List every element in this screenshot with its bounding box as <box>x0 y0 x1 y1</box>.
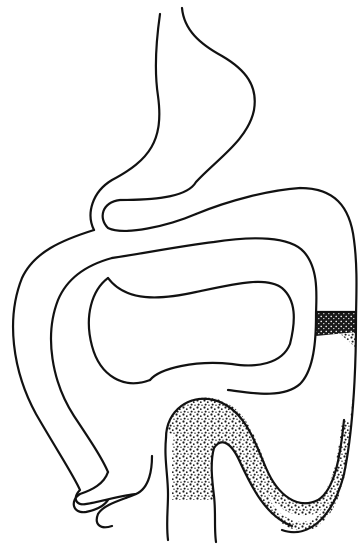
stippled-contrast-segment-upper <box>316 312 356 336</box>
inner-loop-mid-outline <box>89 278 150 383</box>
inner-loop-outline <box>112 238 316 393</box>
inner-loop-left-outline <box>51 258 112 472</box>
left-tail-hook-outline <box>97 494 136 527</box>
bottom-tube-left-outline <box>165 438 168 540</box>
upper-tube-outline <box>91 14 160 230</box>
upper-tube-outline-right <box>103 8 255 231</box>
inner-loop-inner-outline <box>108 278 294 380</box>
